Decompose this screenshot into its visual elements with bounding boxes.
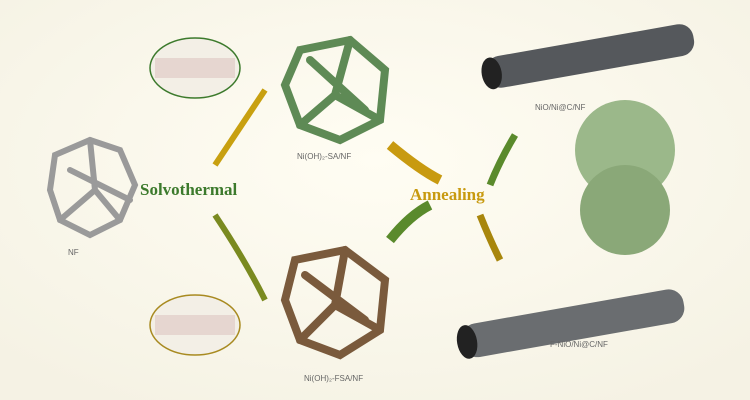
arrow-down-solvothermal <box>212 213 268 302</box>
nio-tube <box>481 24 695 90</box>
arrow-up-solvothermal <box>212 88 268 167</box>
fnio-label: F-NiO/Ni@C/NF <box>550 340 608 349</box>
ni-oh2-sa-label: Ni(OH)₂-SA/NF <box>297 152 352 161</box>
arrow-to-nio <box>486 133 519 187</box>
arrow-annealing-2 <box>386 200 433 244</box>
nio-label: NiO/Ni@C/NF <box>535 103 586 112</box>
nf-label: NF <box>68 248 79 257</box>
ni-oh2-fsa-foam <box>280 245 390 360</box>
nf-foam <box>46 136 139 239</box>
fnio-sphere-detail <box>580 165 670 255</box>
arrow-to-fnio <box>476 213 504 262</box>
ni-oh2-sa-foam <box>280 35 390 145</box>
arrow-annealing-1 <box>386 141 443 185</box>
annealing-label: Annealing <box>410 185 485 204</box>
fnio-tube <box>456 289 685 359</box>
ni-oh2-fsa-label: Ni(OH)₂-FSA/NF <box>304 374 364 383</box>
solvothermal-label: Solvothermal <box>140 180 238 199</box>
